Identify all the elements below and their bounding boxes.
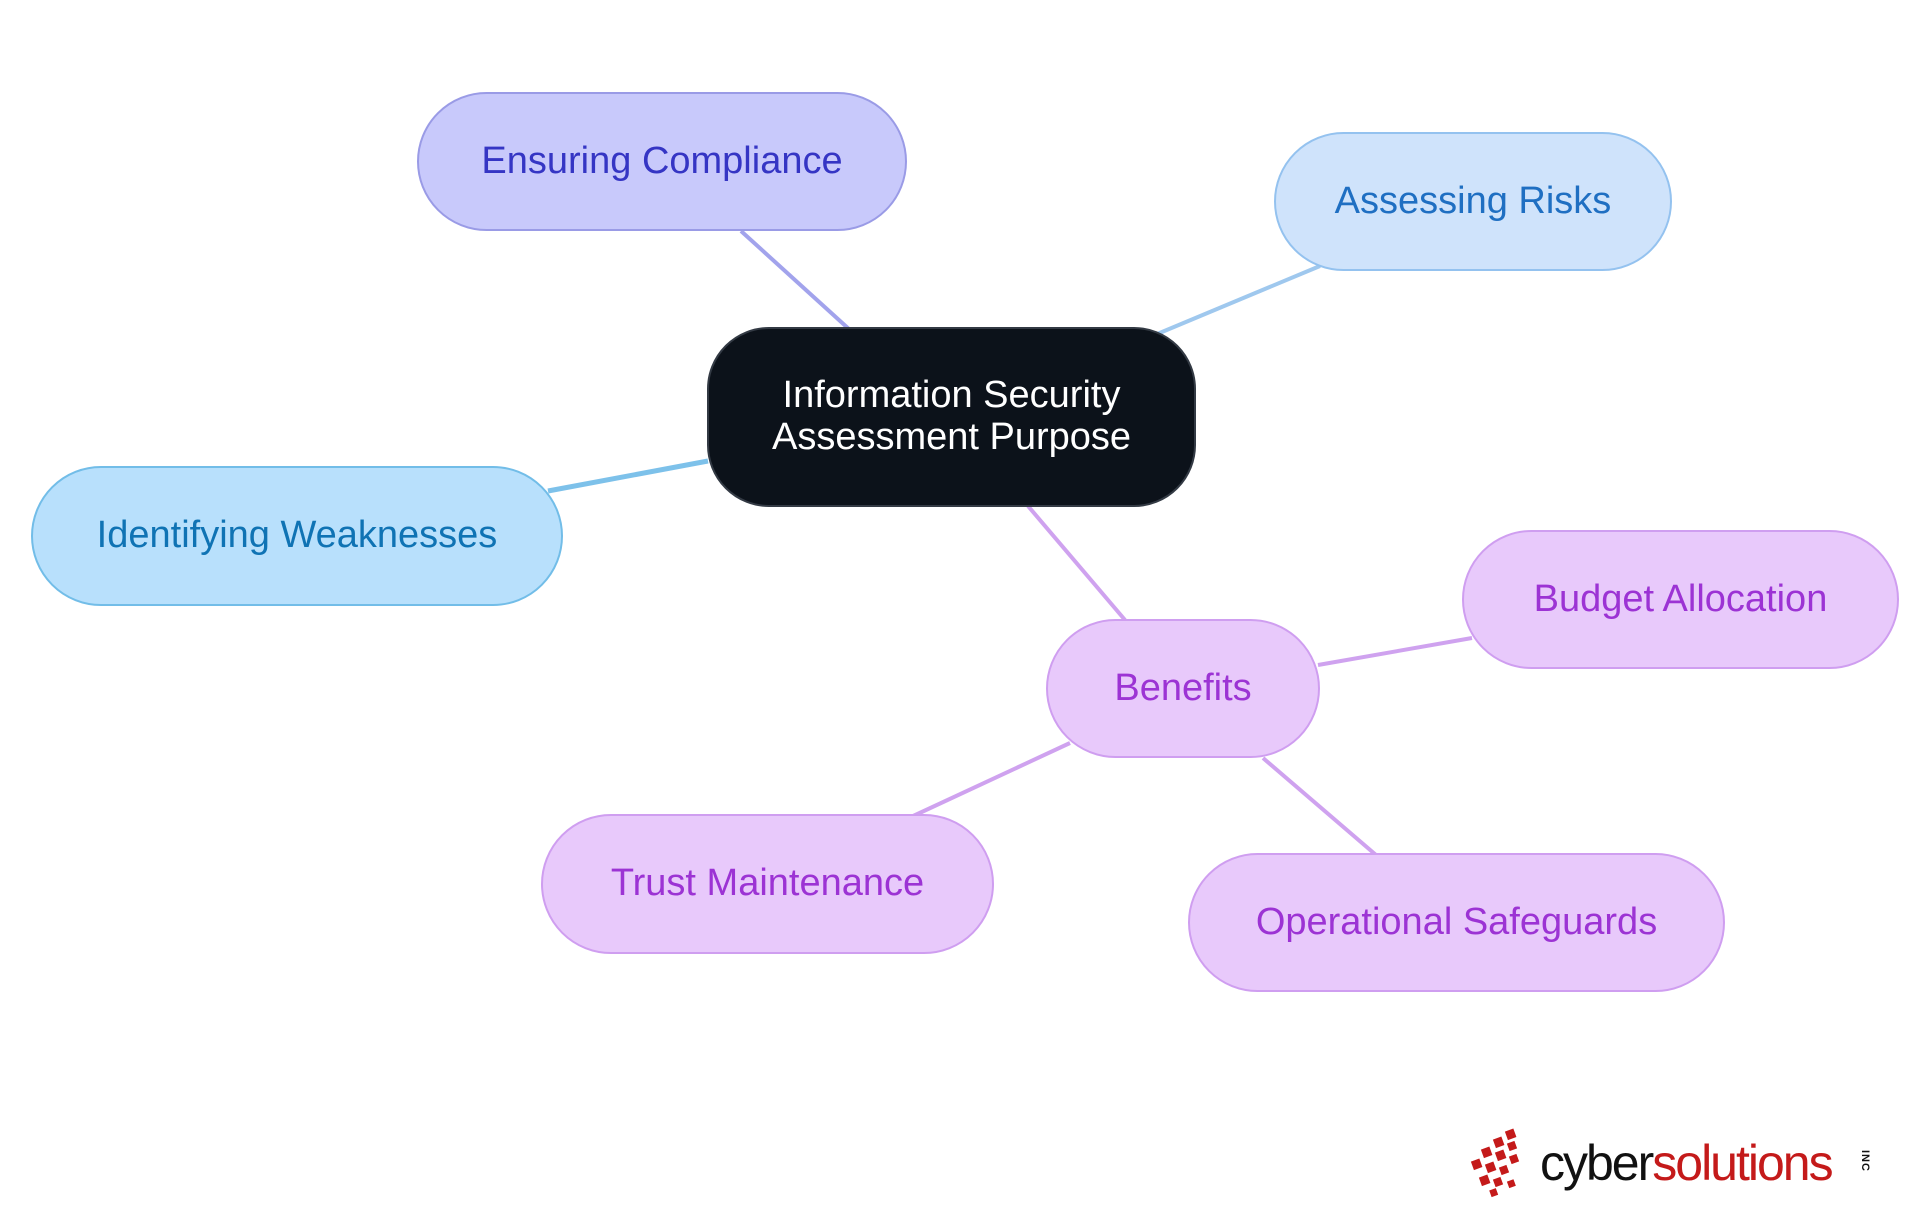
node-ensuring-compliance-label: Ensuring Compliance [481,139,843,182]
node-trust-maintenance-label: Trust Maintenance [610,862,925,905]
node-identifying-weaknesses-label: Identifying Weaknesses [96,514,498,557]
node-assessing-risks: Assessing Risks [1274,132,1672,271]
node-operational-safeguards: Operational Safeguards [1188,853,1725,992]
node-budget-allocation-label: Budget Allocation [1533,577,1828,620]
node-trust-maintenance: Trust Maintenance [541,814,994,954]
node-ensuring-compliance: Ensuring Compliance [417,92,907,231]
edge-center-risks [1149,264,1321,339]
node-identifying-weaknesses: Identifying Weaknesses [31,466,563,606]
logo-word-cyber: cyber [1540,1135,1654,1191]
edge-center-compliance [739,229,852,332]
edge-benefits-operational [1261,756,1378,857]
node-benefits: Benefits [1046,619,1320,758]
edge-center-benefits [1026,504,1127,622]
center-node-label: Information Security Assessment Purpose [771,374,1132,458]
node-operational-safeguards-label: Operational Safeguards [1255,900,1658,943]
node-assessing-risks-label: Assessing Risks [1334,179,1612,222]
center-node: Information Security Assessment Purpose [707,327,1196,507]
node-budget-allocation: Budget Allocation [1462,530,1899,669]
logo-word-solutions: solutions [1652,1135,1833,1191]
logo-mark-icon [1470,1128,1520,1198]
logo-inc: INC [1859,1150,1871,1172]
node-benefits-label: Benefits [1114,666,1252,709]
edge-center-weaknesses [547,458,709,494]
edge-benefits-trust [910,741,1071,819]
edge-benefits-budget [1317,636,1473,667]
